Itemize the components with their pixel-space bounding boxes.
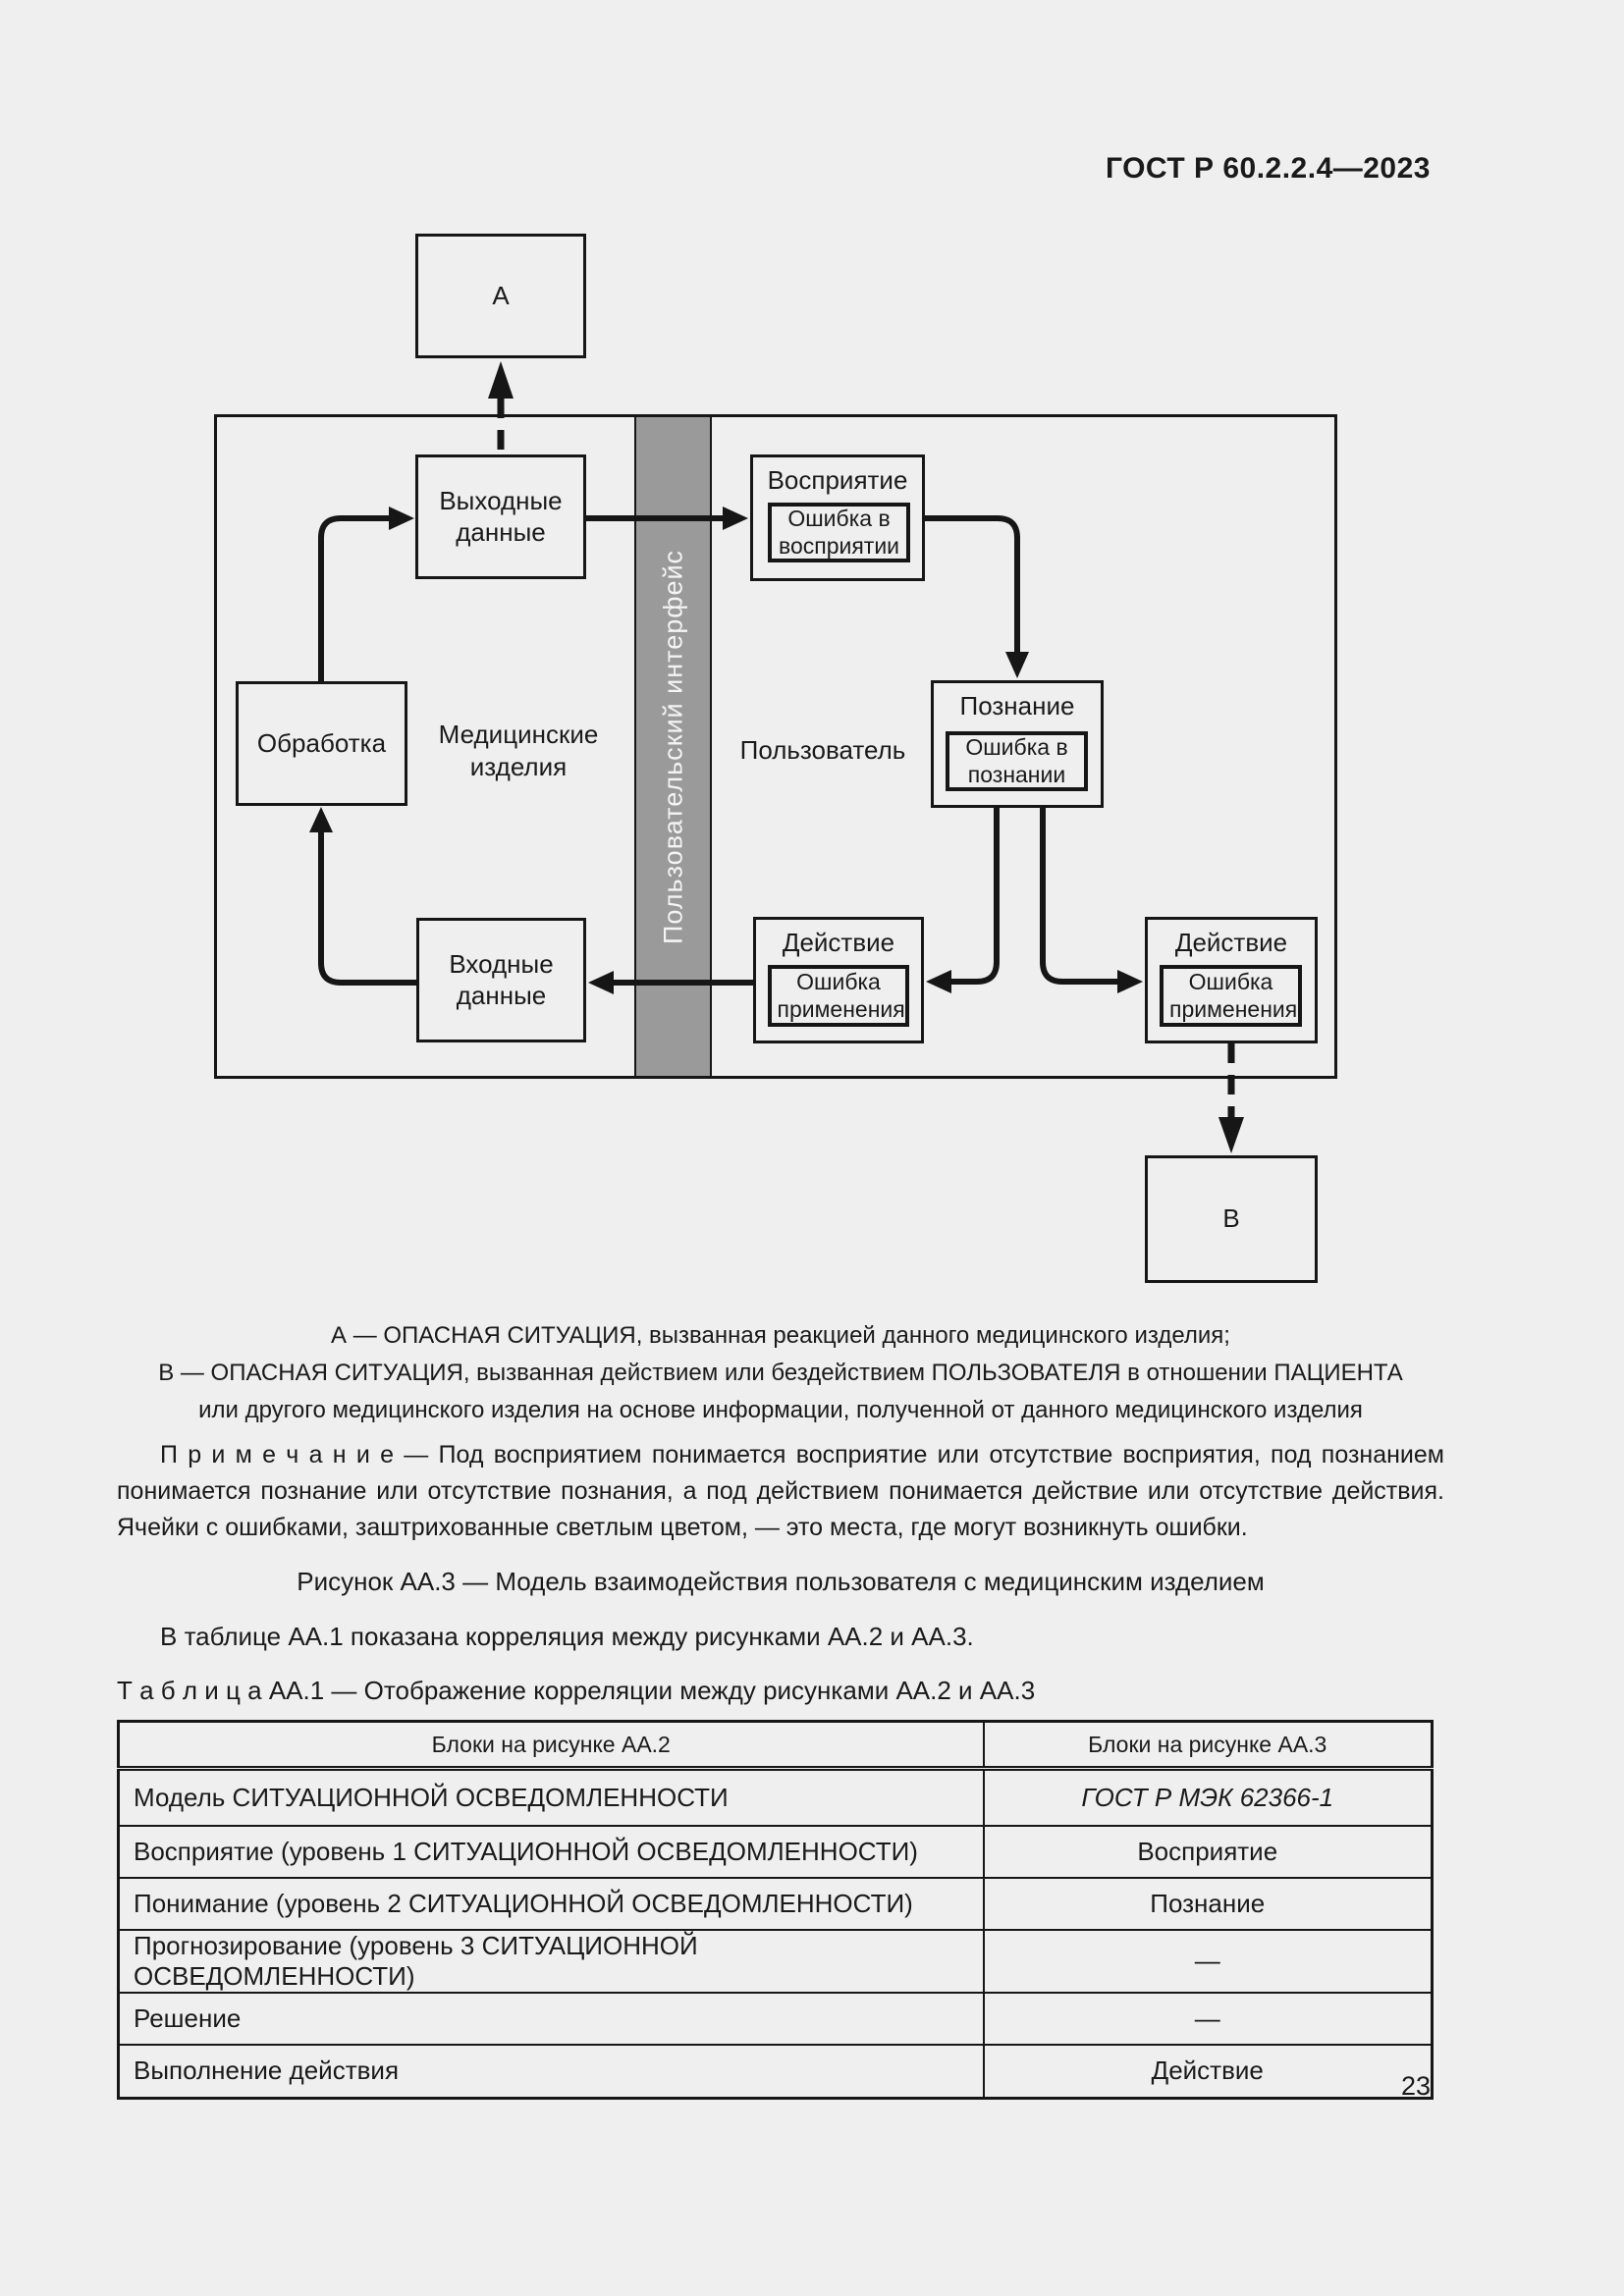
table-row: Решение —	[117, 1991, 1434, 2046]
standard-designation: ГОСТ Р 60.2.2.4—2023	[1105, 152, 1431, 185]
legend-line-a: А — ОПАСНАЯ СИТУАЦИЯ, вызванная реакцией…	[331, 1322, 1230, 1349]
table-cell: ГОСТ Р МЭК 62366-1	[982, 1767, 1434, 1827]
table-header-col1: Блоки на рисунке АА.2	[117, 1720, 985, 1771]
table-cell: Модель СИТУАЦИОННОЙ ОСВЕДОМЛЕННОСТИ	[117, 1767, 985, 1827]
user-label: Пользователь	[739, 735, 906, 765]
processing-box: Обработка	[236, 681, 407, 806]
cognition-title: Познание	[959, 691, 1075, 721]
perception-error-label: Ошибка в восприятии	[778, 505, 900, 559]
action-right-error-box: Ошибка применения	[1160, 965, 1302, 1027]
processing-label: Обработка	[256, 727, 387, 758]
action-left-error-box: Ошибка применения	[768, 965, 909, 1027]
input-data-box: Входные данные	[416, 918, 586, 1042]
table-cell: Прогнозирование (уровень 3 СИТУАЦИОННОЙ …	[117, 1928, 985, 1994]
table-cell: —	[982, 1991, 1434, 2046]
body-paragraph: В таблице АА.1 показана корреляция между…	[160, 1622, 974, 1651]
hazard-a-label: А	[492, 280, 510, 310]
table-header-row: Блоки на рисунке АА.2 Блоки на рисунке А…	[117, 1720, 1434, 1771]
hazard-a-box: А	[415, 234, 586, 358]
legend-line-b2: или другого медицинского изделия на осно…	[198, 1397, 1363, 1423]
legend-line-b: В — ОПАСНАЯ СИТУАЦИЯ, вызванная действие…	[158, 1360, 1403, 1386]
table-row: Восприятие (уровень 1 СИТУАЦИОННОЙ ОСВЕД…	[117, 1824, 1434, 1879]
figure-legend: А — ОПАСНАЯ СИТУАЦИЯ, вызванная реакцией…	[117, 1317, 1444, 1429]
table-cell: —	[982, 1928, 1434, 1994]
figure-aa3-diagram: А Пользовательский интерфейс Медицинские…	[214, 234, 1337, 1283]
perception-title: Восприятие	[767, 465, 908, 495]
table-header-col2: Блоки на рисунке АА.3	[982, 1720, 1434, 1771]
hazard-b-label: В	[1222, 1203, 1240, 1234]
output-data-box: Выходные данные	[415, 454, 586, 579]
cognition-error-box: Ошибка в познании	[946, 731, 1088, 791]
cognition-error-label: Ошибка в познании	[965, 733, 1068, 787]
table-cell: Действие	[982, 2043, 1434, 2100]
table-cell: Выполнение действия	[117, 2043, 985, 2100]
action-left-error-label: Ошибка применения	[777, 968, 905, 1022]
table-cell: Решение	[117, 1991, 985, 2046]
table-row: Понимание (уровень 2 СИТУАЦИОННОЙ ОСВЕДО…	[117, 1876, 1434, 1931]
table-row: Выполнение действия Действие	[117, 2043, 1434, 2100]
figure-caption: Рисунок АА.3 — Модель взаимодействия пол…	[297, 1567, 1265, 1596]
output-data-label: Выходные данные	[439, 485, 563, 547]
table-cell: Восприятие (уровень 1 СИТУАЦИОННОЙ ОСВЕД…	[117, 1824, 985, 1879]
action-left-title: Действие	[782, 928, 895, 957]
input-data-label: Входные данные	[449, 948, 554, 1010]
correlation-table: Блоки на рисунке АА.2 Блоки на рисунке А…	[117, 1720, 1434, 2100]
action-right-error-label: Ошибка применения	[1169, 968, 1298, 1022]
medical-devices-label: Медицинские изделия	[438, 720, 599, 781]
page-number: 23	[1400, 2071, 1431, 2101]
note-paragraph: П р и м е ч а н и е — Под восприятием по…	[117, 1441, 1444, 1541]
user-interface-band: Пользовательский интерфейс	[634, 414, 712, 1079]
diagram-frame	[214, 414, 1337, 1079]
table-cell: Познание	[982, 1876, 1434, 1931]
action-right-title: Действие	[1174, 928, 1288, 957]
table-caption: Т а б л и ц а АА.1 — Отображение корреля…	[117, 1676, 1036, 1705]
table-row: Прогнозирование (уровень 3 СИТУАЦИОННОЙ …	[117, 1928, 1434, 1994]
table-cell: Понимание (уровень 2 СИТУАЦИОННОЙ ОСВЕДО…	[117, 1876, 985, 1931]
table-cell: Восприятие	[982, 1824, 1434, 1879]
hazard-b-box: В	[1145, 1155, 1318, 1283]
table-row: Модель СИТУАЦИОННОЙ ОСВЕДОМЛЕННОСТИ ГОСТ…	[117, 1767, 1434, 1827]
perception-error-box: Ошибка в восприятии	[768, 503, 910, 562]
